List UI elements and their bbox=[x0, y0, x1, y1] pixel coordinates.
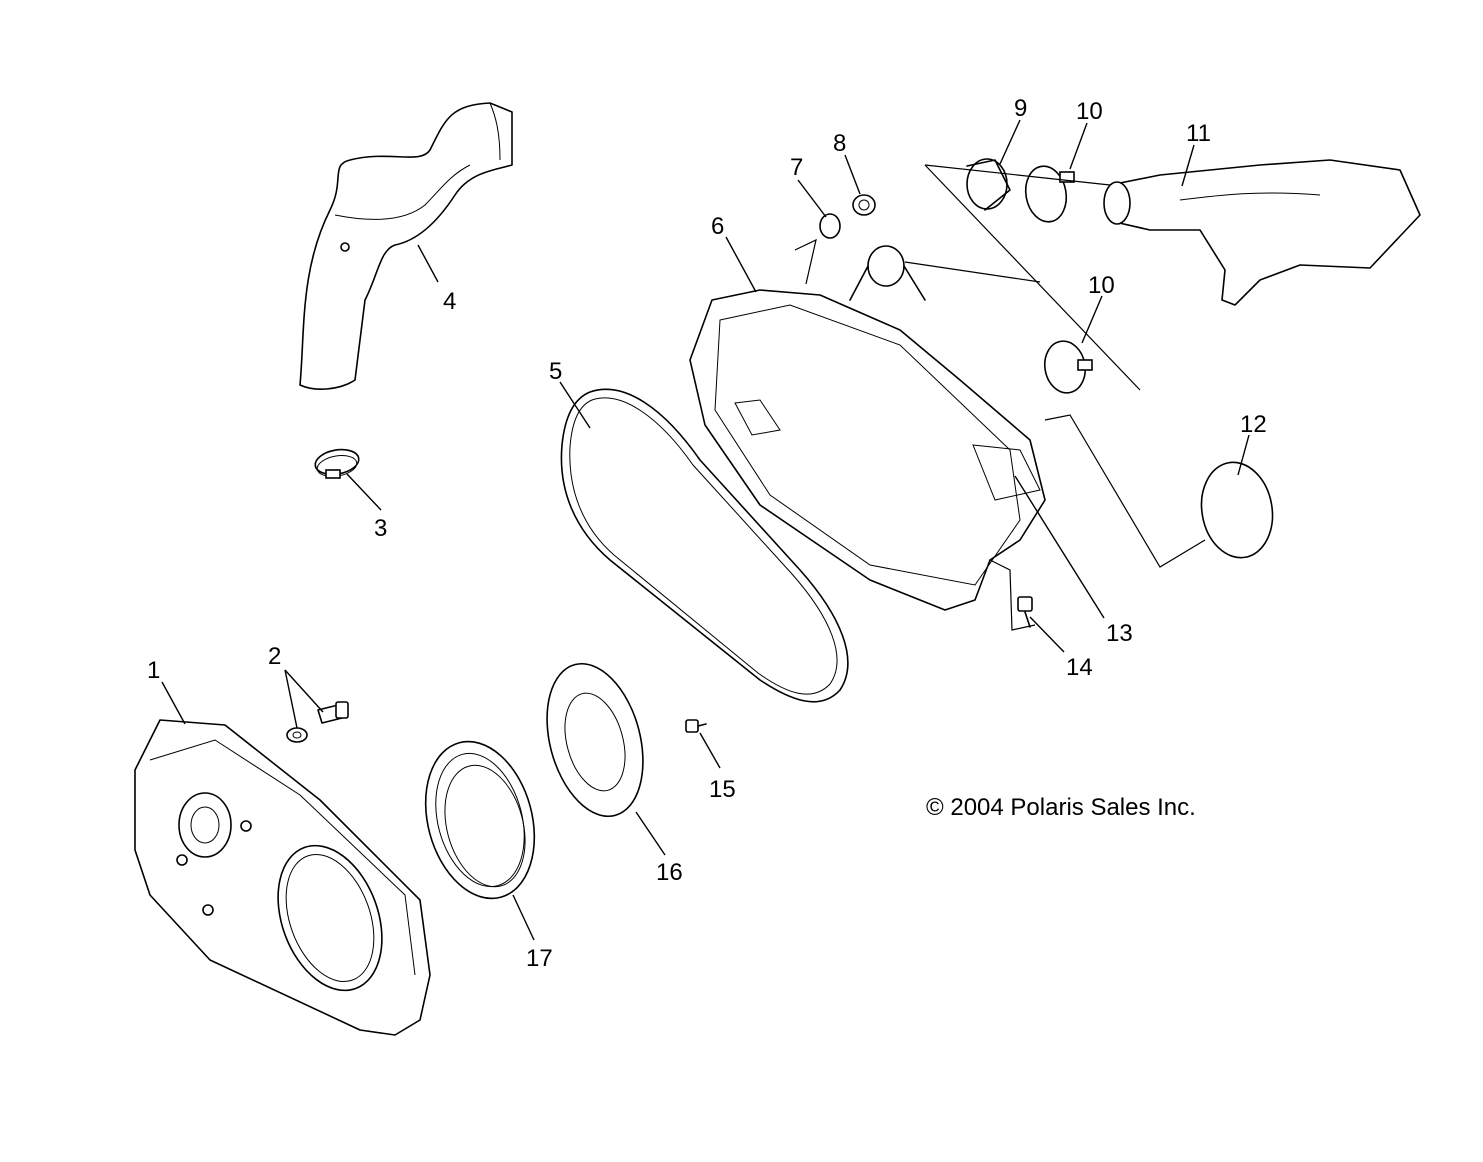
leader-lines bbox=[161, 119, 1250, 941]
callout-6: 6 bbox=[711, 213, 724, 240]
part-2-bolt-washer bbox=[286, 701, 349, 743]
part-1-inner-cover bbox=[134, 719, 431, 1036]
part-17-seal bbox=[424, 740, 536, 900]
callout-13: 13 bbox=[1106, 620, 1133, 647]
callout-2: 2 bbox=[268, 643, 281, 670]
callout-11: 11 bbox=[1186, 120, 1211, 147]
part-10-clamp-upper bbox=[1024, 165, 1075, 223]
callout-10-upper: 10 bbox=[1076, 98, 1103, 125]
copyright-notice: © 2004 Polaris Sales Inc. bbox=[926, 794, 1196, 821]
callout-14: 14 bbox=[1066, 654, 1093, 681]
part-12-washer bbox=[1200, 461, 1274, 559]
callout-17: 17 bbox=[526, 945, 553, 972]
part-16-plate bbox=[546, 662, 644, 818]
callout-8: 8 bbox=[833, 130, 846, 157]
callout-7: 7 bbox=[790, 154, 803, 181]
part-8-grommet bbox=[852, 194, 876, 216]
callouts: 1 2 3 4 5 6 7 8 9 10 10 11 12 13 14 15 1… bbox=[147, 95, 1267, 972]
part-5-drive-belt bbox=[560, 388, 849, 703]
part-11-duct bbox=[1103, 159, 1421, 306]
callout-12: 12 bbox=[1240, 411, 1267, 438]
part-9-adapter bbox=[966, 158, 1011, 211]
callout-1: 1 bbox=[147, 657, 160, 684]
callout-16: 16 bbox=[656, 859, 683, 886]
callout-5: 5 bbox=[549, 358, 562, 385]
part-15-screw bbox=[685, 719, 707, 733]
part-4-intake-duct bbox=[299, 102, 513, 390]
callout-15: 15 bbox=[709, 776, 736, 803]
part-6-outer-cover bbox=[689, 245, 1046, 611]
part-3-clamp bbox=[314, 448, 360, 479]
part-7-o-ring bbox=[819, 213, 841, 239]
assembly-lines bbox=[794, 164, 1206, 631]
callout-10-lower: 10 bbox=[1088, 272, 1115, 299]
part-14-bolt bbox=[1017, 596, 1033, 628]
part-10-clamp-lower bbox=[1043, 340, 1093, 394]
callout-9: 9 bbox=[1014, 95, 1027, 122]
callout-3: 3 bbox=[374, 515, 387, 542]
callout-4: 4 bbox=[443, 288, 456, 315]
